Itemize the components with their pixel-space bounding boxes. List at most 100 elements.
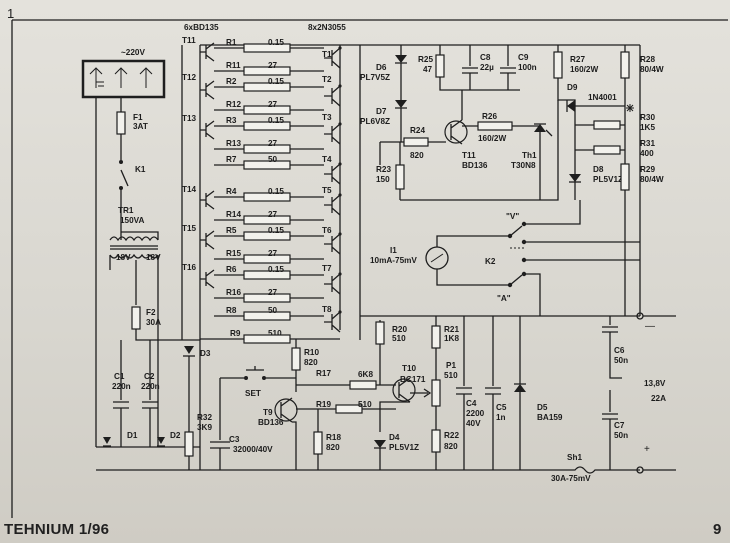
r17 bbox=[349, 380, 377, 390]
power-transistor-symbol bbox=[324, 163, 341, 185]
driver-transistor-symbol bbox=[200, 80, 215, 100]
c3-value: 32000/40V bbox=[233, 445, 273, 454]
c5-label: C5 bbox=[496, 403, 507, 412]
r25-value: 47 bbox=[423, 65, 433, 74]
t7-label: T7 bbox=[322, 264, 332, 273]
r19-label: R19 bbox=[316, 400, 331, 409]
r13-value: 27 bbox=[268, 139, 278, 148]
r30-value: 1K5 bbox=[640, 123, 655, 132]
r24-label: R24 bbox=[410, 126, 425, 135]
r26-value: 160/2W bbox=[478, 134, 506, 143]
d8-value: PL5V1Z bbox=[593, 175, 623, 184]
transistor-array: 6xBD135 8x2N3055 T11 T12 T13 T14 T15 T16… bbox=[181, 23, 361, 344]
emitter-resistor bbox=[243, 66, 291, 76]
c8-label: C8 bbox=[480, 53, 491, 62]
r32 bbox=[184, 431, 194, 457]
r9-label: R9 bbox=[230, 329, 241, 338]
fuse-f1 bbox=[116, 111, 126, 135]
a-position-label: "A" bbox=[497, 294, 511, 303]
r29-value: 80/4W bbox=[640, 175, 664, 184]
r20-label: R20 bbox=[392, 325, 407, 334]
r4-label: R4 bbox=[226, 187, 237, 196]
r3-value: 0.15 bbox=[268, 116, 284, 125]
power-transistor-symbol bbox=[324, 47, 341, 69]
junction-dot bbox=[338, 46, 342, 50]
emitter-resistor bbox=[243, 254, 291, 264]
junction-dot bbox=[338, 272, 342, 276]
d8-label: D8 bbox=[593, 165, 604, 174]
t13-label: T13 bbox=[182, 114, 197, 123]
c9-label: C9 bbox=[518, 53, 529, 62]
c4-value-2: 40V bbox=[466, 419, 481, 428]
d4-label: D4 bbox=[389, 433, 400, 442]
p1 bbox=[431, 379, 441, 407]
emitter-resistor bbox=[243, 160, 291, 170]
d2-label: D2 bbox=[170, 431, 181, 440]
th1-label: Th1 bbox=[522, 151, 537, 160]
v-position-label: "V" bbox=[506, 212, 519, 221]
r18 bbox=[313, 431, 323, 455]
t10-label: T10 bbox=[402, 364, 417, 373]
d9-value: 1N4001 bbox=[588, 93, 617, 102]
t11b-label: T11 bbox=[462, 151, 476, 160]
c5-value: 1n bbox=[496, 413, 506, 422]
junction-dot bbox=[338, 162, 342, 166]
meter-value: 10mA-75mV bbox=[370, 256, 417, 265]
r17-value: 6K8 bbox=[358, 370, 373, 379]
r5-label: R5 bbox=[226, 226, 237, 235]
f2-label: F2 bbox=[146, 308, 156, 317]
d4-value: PL5V1Z bbox=[389, 443, 419, 452]
r9 bbox=[243, 334, 291, 344]
junction-dot bbox=[338, 310, 342, 314]
t3-label: T3 bbox=[322, 113, 332, 122]
power-transistor-symbol bbox=[324, 85, 341, 107]
frame bbox=[11, 19, 728, 518]
r26-label: R26 bbox=[482, 112, 497, 121]
r18-label: R18 bbox=[326, 433, 341, 442]
r31 bbox=[593, 145, 621, 155]
t4-label: T4 bbox=[322, 155, 332, 164]
r3-label: R3 bbox=[226, 116, 237, 125]
r29-label: R29 bbox=[640, 165, 655, 174]
r30 bbox=[593, 120, 621, 130]
d3-label: D3 bbox=[200, 349, 211, 358]
r27-value: 160/2W bbox=[570, 65, 598, 74]
k1-label: K1 bbox=[135, 165, 146, 174]
r23-label: R23 bbox=[376, 165, 391, 174]
power-transistor-symbol bbox=[324, 194, 341, 216]
regulator-section: R10 820 SET T9 BD136 R17 6K8 R19 510 R18… bbox=[219, 315, 640, 470]
journal-issue: TEHNIUM 1/96 bbox=[4, 521, 110, 538]
mains-label: ~220V bbox=[121, 48, 145, 57]
r9-value: 510 bbox=[268, 329, 282, 338]
junction-dot bbox=[338, 232, 342, 236]
c2-value: 220n bbox=[141, 382, 160, 391]
r32-label: R32 bbox=[197, 413, 212, 422]
driver-transistor-symbol bbox=[200, 120, 215, 140]
page-number: 9 bbox=[713, 521, 722, 538]
r10-label: R10 bbox=[304, 348, 319, 357]
c1-label: C1 bbox=[114, 372, 125, 381]
sh1-value: 30A-75mV bbox=[551, 474, 591, 483]
f2-value: 30A bbox=[146, 318, 161, 327]
r18-value: 820 bbox=[326, 443, 340, 452]
output-voltage: 13,8V bbox=[644, 379, 666, 388]
t8-label: T8 bbox=[322, 305, 332, 314]
emitter-resistor bbox=[243, 105, 291, 115]
power-transistor-symbol bbox=[324, 311, 341, 333]
d5-value: BA159 bbox=[537, 413, 563, 422]
d6-label: D6 bbox=[376, 63, 387, 72]
secondary-18v-a: 18V bbox=[116, 253, 131, 262]
r25-label: R25 bbox=[418, 55, 433, 64]
r17-label: R17 bbox=[316, 369, 331, 378]
tr1-value: 150VA bbox=[120, 216, 145, 225]
t15-label: T15 bbox=[182, 224, 197, 233]
r5-value: 0.15 bbox=[268, 226, 284, 235]
driver-transistor-symbol bbox=[200, 190, 215, 210]
sh1-label: Sh1 bbox=[567, 453, 582, 462]
r2-value: 0.15 bbox=[268, 77, 284, 86]
t9-label: T9 bbox=[263, 408, 273, 417]
t10-value: BC171 bbox=[400, 375, 426, 384]
corner-number: 1 bbox=[7, 6, 15, 21]
driver-transistor-symbol bbox=[200, 269, 215, 289]
